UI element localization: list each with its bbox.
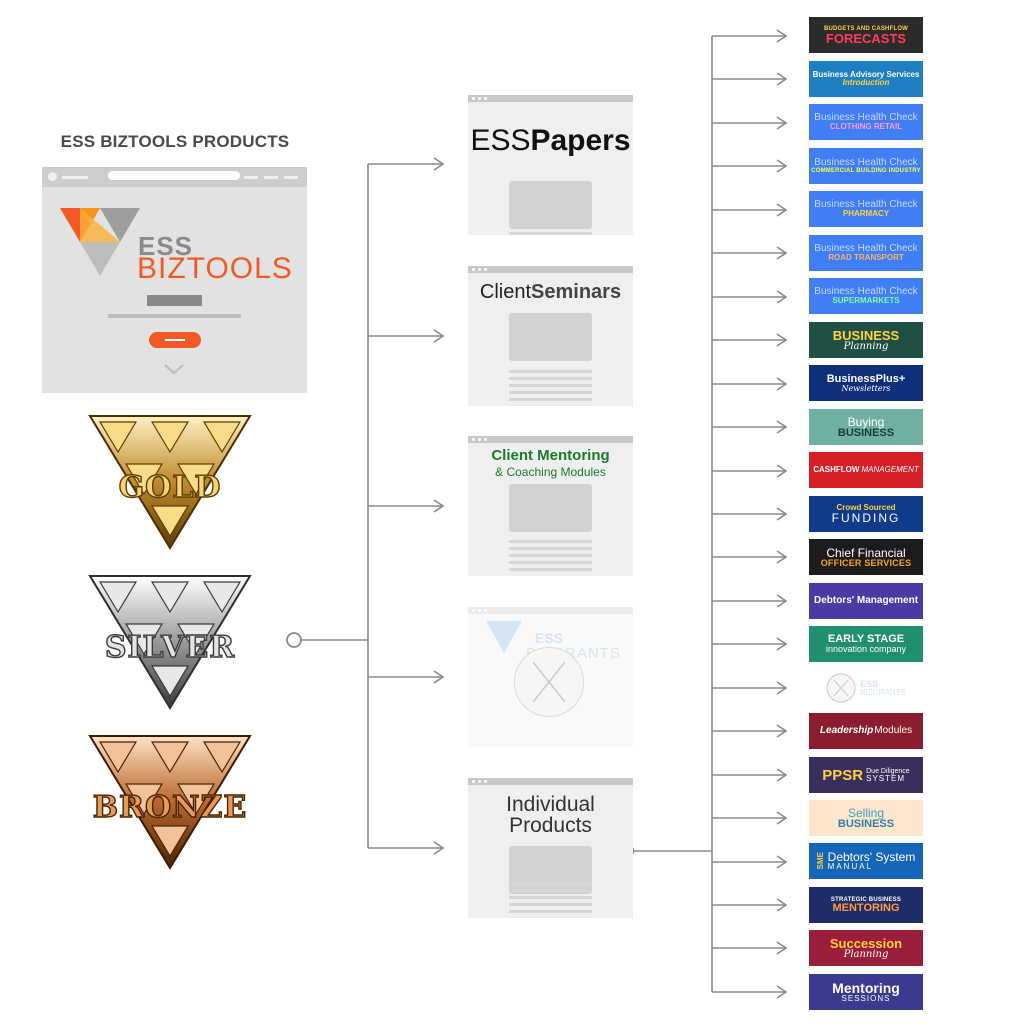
bizgrants-logo-icon: [486, 621, 522, 653]
unavailable-x-icon: [826, 673, 856, 703]
bronze-tier-badge[interactable]: BRONZE: [88, 734, 252, 870]
gold-tier-label: GOLD: [118, 469, 222, 505]
gold-triangle-icon: [88, 415, 252, 550]
product-health-check-clothing-retail[interactable]: Business Health Check CLOTHING RETAIL: [809, 104, 923, 140]
biztools-browser-window: [42, 167, 307, 393]
product-cashflow-management[interactable]: CASHFLOW MANAGEMENT: [809, 452, 923, 488]
biztools-logo-ess: ESS: [138, 231, 194, 261]
bronze-triangle-icon: [88, 735, 252, 870]
biztools-logo-biztools: BIZTOOLS: [137, 252, 293, 285]
client-mentoring-subtitle: & Coaching Modules: [495, 465, 606, 479]
bronze-tier-label: BRONZE: [92, 789, 248, 825]
product-business-advisory-services[interactable]: Business Advisory Services Introduction: [809, 61, 923, 97]
client-seminars-card[interactable]: ClientSeminars: [468, 266, 633, 406]
biztools-logo-icon: [60, 208, 140, 276]
silver-triangle-icon: [88, 575, 252, 710]
cta-button[interactable]: [149, 332, 201, 348]
ess-papers-title: ESSPapers: [470, 124, 631, 157]
client-mentoring-card[interactable]: Client Mentoring & Coaching Modules: [468, 436, 633, 576]
product-early-stage-innovation[interactable]: EARLY STAGE innovation company: [809, 626, 923, 662]
page-title: ESS BIZTOOLS PRODUCTS: [60, 132, 290, 151]
product-budgets-cashflow-forecasts[interactable]: BUDGETS AND CASHFLOW FORECASTS: [809, 17, 923, 53]
placeholder-text: [108, 314, 241, 318]
product-health-check-commercial-building[interactable]: Business Health Check COMMERCIAL BUILDIN…: [809, 148, 923, 184]
ess-papers-card[interactable]: ESSPapers: [468, 95, 633, 235]
product-businessplus-newsletters[interactable]: BusinessPlus+ Newsletters: [809, 365, 923, 401]
ess-bizgrants-card: ESS BIZGRANTS: [468, 607, 633, 747]
product-strategic-business-mentoring[interactable]: STRATEGIC BUSINESS MENTORING: [809, 887, 923, 923]
address-bar: [108, 171, 240, 180]
client-seminars-title: ClientSeminars: [479, 281, 622, 303]
gold-tier-badge[interactable]: GOLD: [88, 414, 252, 550]
chevron-down-icon[interactable]: [162, 362, 186, 376]
silver-tier-badge[interactable]: SILVER: [88, 574, 252, 710]
product-succession-planning[interactable]: Succession Planning: [809, 930, 923, 966]
browser-toolbar: [42, 167, 307, 187]
silver-connector-node: [286, 632, 302, 648]
product-health-check-pharmacy[interactable]: Business Health Check PHARMACY: [809, 191, 923, 227]
product-leadership-modules[interactable]: Leadership Modules: [809, 713, 923, 749]
product-chief-financial-officer[interactable]: Chief Financial OFFICER SERVICES: [809, 539, 923, 575]
product-debtors-management[interactable]: Debtors' Management: [809, 583, 923, 619]
client-mentoring-title: Client Mentoring: [491, 447, 610, 464]
placeholder-heading: [147, 295, 202, 306]
product-buying-business[interactable]: Buying BUSINESS: [809, 409, 923, 445]
silver-tier-label: SILVER: [104, 629, 236, 665]
product-crowd-sourced-funding[interactable]: Crowd Sourced FUNDING: [809, 496, 923, 532]
product-health-check-supermarkets[interactable]: Business Health Check SUPERMARKETS: [809, 278, 923, 314]
product-selling-business[interactable]: Selling BUSINESS: [809, 800, 923, 836]
unavailable-x-icon: [514, 647, 584, 717]
product-business-planning[interactable]: BUSINESS Planning: [809, 322, 923, 358]
bizgrants-logo-ess: ESS: [535, 630, 564, 646]
product-health-check-road-transport[interactable]: Business Health Check ROAD TRANSPORT: [809, 235, 923, 271]
product-mentoring-sessions[interactable]: Mentoring SESSIONS: [809, 974, 923, 1010]
